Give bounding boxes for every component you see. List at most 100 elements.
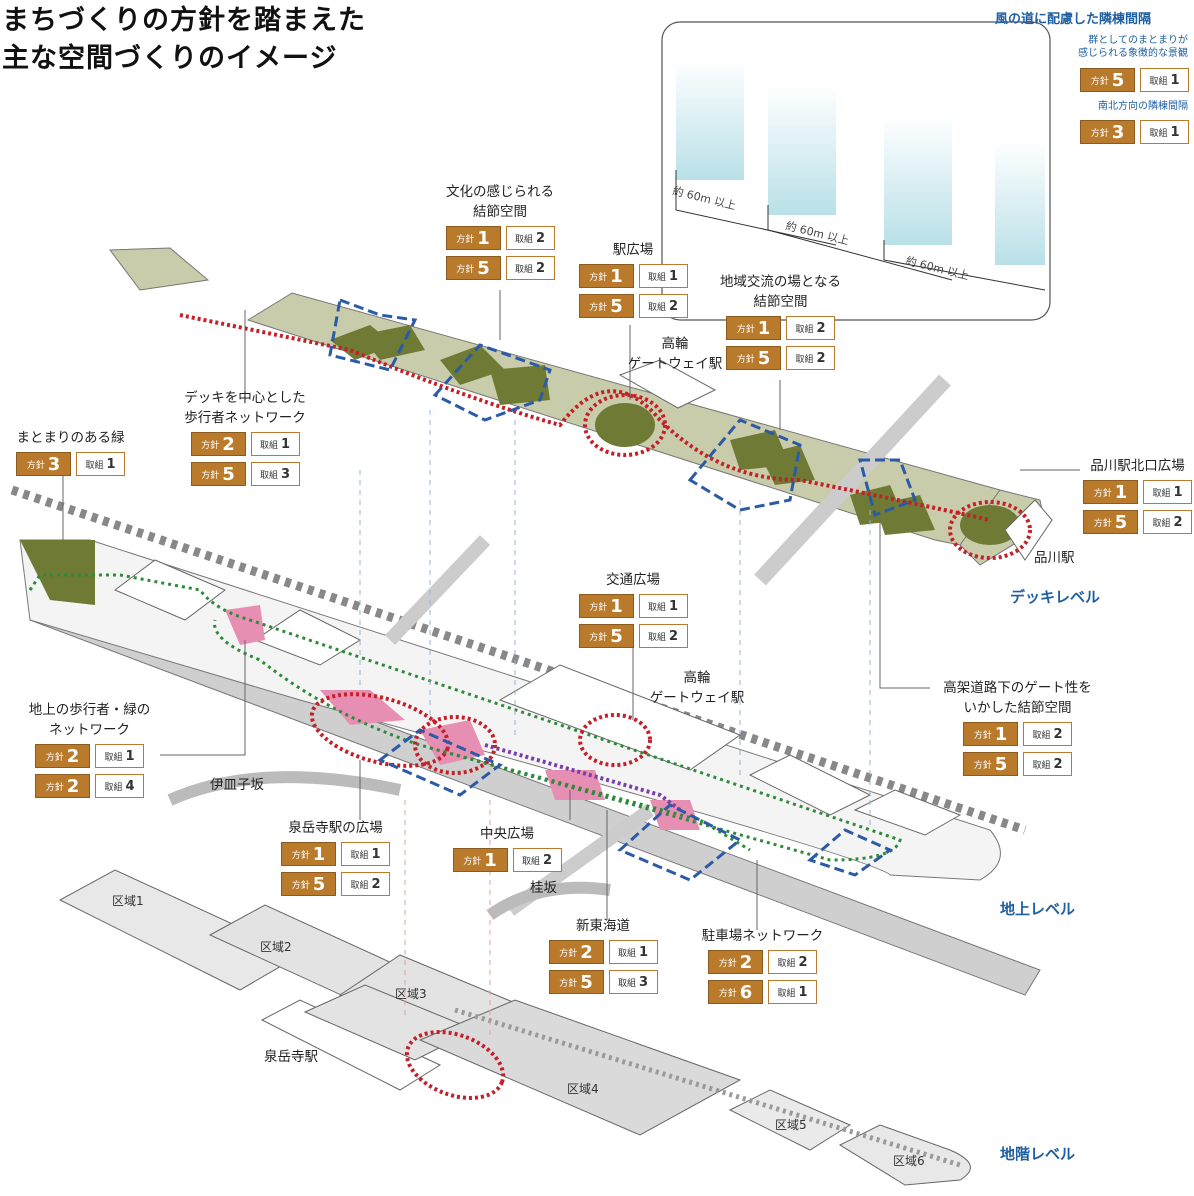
policy-number: 2 (222, 433, 235, 455)
initiative-text: 取組 (521, 856, 540, 867)
takanawa-ground-line1: 高輪 (683, 670, 711, 686)
policy-text: 方針 (463, 856, 482, 867)
initiative-number: 2 (371, 876, 381, 892)
policy-number: 6 (739, 981, 753, 1003)
callout-label-line2: ネットワーク (49, 722, 130, 738)
policy-text: 方針 (26, 460, 45, 471)
initiative-number: 1 (106, 456, 116, 472)
policy-text: 方針 (589, 632, 608, 643)
callout-label: 交通広場 (578, 570, 688, 590)
initiative-number: 1 (1173, 484, 1183, 500)
policy-number: 1 (477, 227, 490, 249)
initiative-text: 取組 (104, 752, 123, 763)
policy-text: 方針 (1090, 128, 1109, 139)
callout-label-line1: 新東海道 (576, 918, 630, 934)
policy-text: 方針 (45, 782, 64, 793)
area-6-label: 区域6 (893, 1154, 925, 1168)
initiative-text: 取組 (617, 948, 636, 959)
initiative-number: 3 (280, 466, 291, 482)
policy-text: 方針 (559, 948, 578, 959)
initiative-number: 2 (668, 628, 679, 644)
initiative-text: 取組 (1152, 518, 1171, 529)
callout-label: 高架道路下のゲート性をいかした結節空間 (930, 678, 1105, 718)
area-1-label: 区域1 (112, 894, 144, 908)
initiative-number: 2 (668, 298, 679, 314)
callout-label-line1: 品川駅北口広場 (1090, 458, 1185, 474)
callout-label-line1: 交通広場 (606, 572, 660, 588)
initiative-text: 取組 (259, 440, 278, 451)
initiative-text: 取組 (259, 470, 278, 481)
initiative-text: 取組 (85, 460, 104, 471)
initiative-number: 2 (1053, 726, 1063, 742)
ground-level-label: 地上レベル (1000, 900, 1076, 918)
policy-number: 5 (222, 463, 235, 485)
policy-number: 3 (47, 453, 61, 475)
policy-number: 5 (757, 347, 771, 369)
initiative-number: 2 (816, 350, 826, 366)
policy-number: 1 (994, 723, 1008, 745)
policy-text: 方針 (291, 880, 310, 891)
initiative-text: 取組 (514, 264, 533, 275)
tower-3 (884, 115, 952, 245)
policy-number: 5 (1114, 511, 1128, 533)
policy-number: 2 (66, 745, 80, 767)
callout-label-line1: 地域交流の場となる (719, 274, 842, 290)
initiative-number: 2 (1173, 514, 1183, 530)
tower-4 (995, 140, 1045, 265)
policy-text: 方針 (201, 440, 220, 451)
policy-number: 1 (610, 595, 623, 617)
callout-label: 地域交流の場となる結節空間 (718, 272, 843, 312)
policy-text: 方針 (1093, 488, 1112, 499)
initiative-number: 2 (1053, 756, 1063, 772)
wind-sub1-line1: 群としてのまとまりが (1088, 35, 1188, 46)
callout-label: 駅広場 (578, 240, 688, 260)
callout-label-line1: 駅広場 (612, 242, 654, 258)
deck-level (109, 247, 1053, 586)
deck-level-label: デッキレベル (1010, 588, 1101, 606)
initiative-number: 2 (798, 954, 808, 970)
policy-number: 1 (484, 849, 497, 871)
policy-text: 方針 (973, 730, 992, 741)
policy-number: 2 (580, 941, 593, 963)
initiative-number: 3 (638, 974, 649, 990)
initiative-text: 取組 (1032, 730, 1051, 741)
